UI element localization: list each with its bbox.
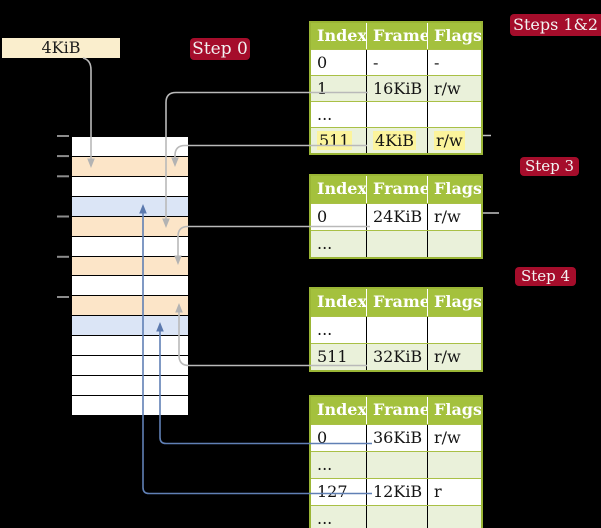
header-cell: Index	[311, 176, 367, 203]
table-cell: 4KiB	[367, 128, 428, 153]
header-cell: Index	[311, 289, 367, 316]
page-table: Index Frame Flags 0 - - 1 16KiB r/w ... …	[309, 21, 483, 155]
table-cell	[428, 317, 481, 343]
table-cell: r/w	[434, 428, 461, 447]
table-cell	[367, 452, 428, 478]
table-cell: ...	[311, 506, 367, 528]
table-row: ...	[311, 505, 481, 528]
table-row: 0 - -	[311, 49, 481, 75]
memory-frame-row	[72, 335, 188, 356]
table-row-highlighted: 511 4KiB r/w	[311, 127, 481, 153]
memory-frame-row	[72, 355, 188, 376]
memory-frame-row	[72, 315, 188, 336]
table-row: 511 32KiB r/w	[311, 343, 481, 370]
highlight: 4KiB	[373, 131, 417, 150]
table-cell: 511	[311, 344, 367, 370]
table-cell: 127	[311, 479, 367, 505]
step-0-badge: Step 0	[190, 38, 250, 60]
memory-frame-row	[72, 394, 188, 415]
table-cell: 12KiB	[367, 479, 428, 505]
steps-1-2-badge: Steps 1&2	[510, 14, 601, 36]
table-cell: 0	[311, 50, 367, 75]
page-table: Index Frame Flags 0 24KiB r/w ...	[309, 174, 483, 259]
table-header-row: Index Frame Flags	[311, 23, 481, 49]
highlight: 511	[317, 131, 352, 150]
table-cell: r/w	[434, 207, 461, 226]
table-cell: 511	[311, 128, 367, 153]
table-cell: ...	[311, 452, 367, 478]
table-cell: ...	[311, 102, 367, 127]
page-table: Index Frame Flags ... 511 32KiB r/w	[309, 287, 483, 372]
table-cell: r/w	[434, 347, 461, 366]
table-cell: 32KiB	[367, 344, 428, 370]
table-header-row: Index Frame Flags	[311, 397, 481, 424]
memory-frame-row	[72, 255, 188, 276]
table-cell: -	[434, 53, 440, 72]
memory-frame-row	[72, 375, 188, 395]
table-header-row: Index Frame Flags	[311, 176, 481, 203]
step-3-badge: Step 3	[520, 157, 579, 176]
table-cell	[428, 231, 481, 257]
memory-frame-row	[72, 295, 188, 316]
header-cell: Flags	[434, 292, 481, 311]
header-cell: Frame	[367, 176, 428, 203]
memory-frame-row	[72, 175, 188, 196]
header-cell: Frame	[367, 289, 428, 316]
memory-frame-row	[72, 155, 188, 176]
table-row: ...	[311, 101, 481, 127]
table-cell	[428, 102, 481, 127]
table-cell: -	[367, 50, 428, 75]
table-cell: r	[434, 482, 442, 501]
header-cell: Frame	[367, 23, 428, 49]
table-row: ...	[311, 316, 481, 343]
table-cell: r/w	[428, 128, 481, 153]
memory-tick-marks	[57, 135, 69, 298]
table-cell: ...	[311, 231, 367, 257]
table-row: 127 12KiB r	[311, 478, 481, 505]
table-cell	[367, 231, 428, 257]
table-cell: ...	[311, 317, 367, 343]
memory-frame-row	[72, 235, 188, 256]
table-cell: 1	[311, 76, 367, 101]
table-cell: 16KiB	[367, 76, 428, 101]
memory-frame-row	[72, 137, 188, 156]
memory-frame-row	[72, 275, 188, 296]
table-cell	[367, 506, 428, 528]
table-cell: 36KiB	[367, 425, 428, 451]
table-cell	[367, 102, 428, 127]
table-row: ...	[311, 451, 481, 478]
page-table: Index Frame Flags 0 36KiB r/w ... 127 12…	[309, 395, 483, 528]
header-cell: Flags	[434, 179, 481, 198]
table-row: 1 16KiB r/w	[311, 75, 481, 101]
memory-frame-row	[72, 195, 188, 216]
table-cell: 0	[311, 204, 367, 230]
table-cell	[367, 317, 428, 343]
step-4-badge: Step 4	[515, 267, 576, 286]
table-header-row: Index Frame Flags	[311, 289, 481, 316]
memory-frame-row	[72, 215, 188, 236]
table-cell: 24KiB	[367, 204, 428, 230]
header-cell: Flags	[434, 26, 481, 45]
table-row: 0 24KiB r/w	[311, 203, 481, 230]
highlight: r/w	[434, 131, 465, 150]
header-cell: Index	[311, 397, 367, 424]
table-cell	[428, 506, 481, 528]
header-cell: Flags	[434, 400, 481, 419]
table-cell	[428, 452, 481, 478]
header-cell: Index	[311, 23, 367, 49]
header-cell: Frame	[367, 397, 428, 424]
table-row: 0 36KiB r/w	[311, 424, 481, 451]
table-cell: 0	[311, 425, 367, 451]
table-cell: r/w	[434, 79, 461, 98]
memory-address-label: 4KiB	[2, 38, 120, 58]
table-row: ...	[311, 230, 481, 257]
physical-memory-column	[70, 135, 190, 417]
